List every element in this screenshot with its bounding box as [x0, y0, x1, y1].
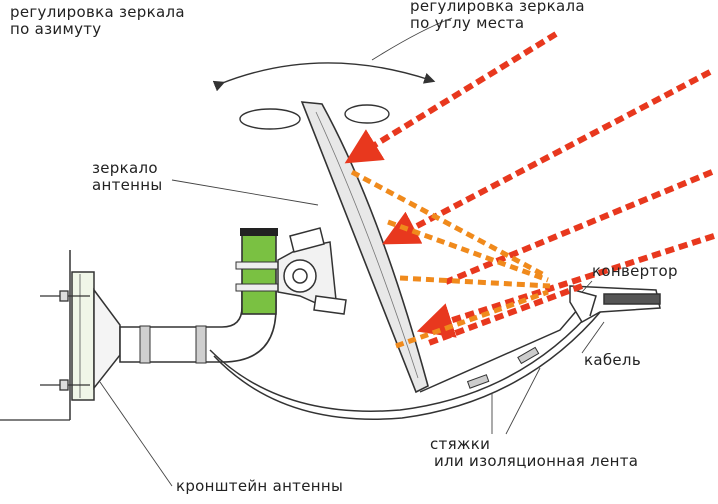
- mirror-label-line1: зеркало: [92, 159, 158, 177]
- wall-bolts: [40, 290, 90, 391]
- incoming-rays: [344, 31, 715, 347]
- azimuth-adjust-label: регулировка зеркала по азимуту: [10, 4, 185, 38]
- azimuth-rotation-symbol: [239, 104, 390, 130]
- wall: [0, 250, 71, 421]
- mount-pipe: [235, 228, 281, 315]
- mirror-label: зеркало антенны: [92, 160, 163, 194]
- ties-label-line1: стяжки: [430, 435, 491, 453]
- reflected-rays: [350, 169, 551, 349]
- converter-label: конвертор: [592, 262, 678, 280]
- rotation-arc-arrow: [212, 62, 436, 92]
- wall-plate: [71, 271, 95, 401]
- dish-mount: [277, 227, 347, 315]
- azimuth-label-line1: регулировка зеркала: [10, 3, 185, 21]
- mirror-label-line2: антенны: [92, 176, 163, 194]
- ties-label-line2: или изоляционная лента: [434, 452, 639, 470]
- bracket-flange: [93, 287, 121, 391]
- azimuth-label-line2: по азимуту: [10, 20, 102, 38]
- leader-lines: [99, 17, 605, 487]
- lnb-converter: [419, 285, 661, 393]
- elevation-adjust-label: регулировка зеркала по углу места: [410, 0, 585, 32]
- ties-label: стяжки или изоляционная лента: [430, 436, 638, 470]
- cable-label: кабель: [584, 351, 641, 369]
- elevation-label-line2: по углу места: [410, 14, 525, 32]
- elevation-label-line1: регулировка зеркала: [410, 0, 585, 15]
- cable-ties: [466, 346, 540, 389]
- dish-reflector: [300, 101, 429, 394]
- cable: [209, 305, 603, 420]
- bracket-label: кронштейн антенны: [176, 477, 344, 495]
- arm-clamps: [139, 325, 207, 364]
